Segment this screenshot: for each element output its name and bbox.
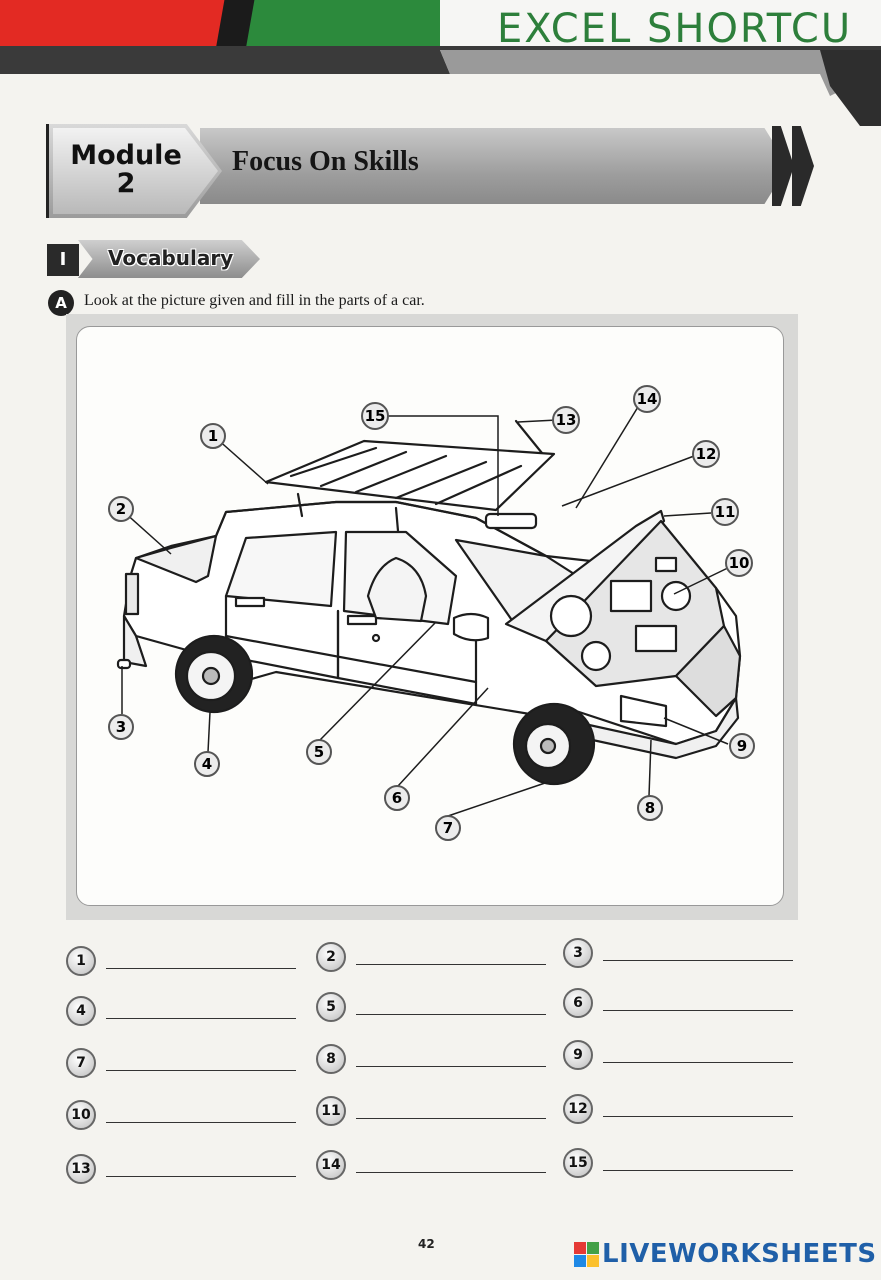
callout-15: 15	[361, 402, 389, 430]
answer-input[interactable]	[106, 1176, 296, 1177]
exercise-instruction: Look at the picture given and fill in th…	[84, 292, 425, 309]
answer-number: 14	[316, 1150, 346, 1180]
answer-input[interactable]	[356, 1172, 546, 1173]
answer-number: 3	[563, 938, 593, 968]
answer-input[interactable]	[603, 1170, 793, 1171]
callout-11: 11	[711, 498, 739, 526]
callout-2: 2	[108, 496, 134, 522]
svg-text:15: 15	[365, 407, 386, 425]
svg-text:8: 8	[645, 799, 655, 817]
answer-number: 10	[66, 1100, 96, 1130]
callout-1: 1	[200, 423, 226, 449]
answer-input[interactable]	[603, 1062, 793, 1063]
banner-red-stripe	[0, 0, 230, 50]
answer-input[interactable]	[106, 1018, 296, 1019]
callout-13: 13	[552, 406, 580, 434]
answer-input[interactable]	[106, 1070, 296, 1071]
answer-number: 1	[66, 946, 96, 976]
callout-14: 14	[633, 385, 661, 413]
exercise-badge: A	[48, 290, 74, 316]
banner-white-panel	[440, 0, 881, 50]
callout-12: 12	[692, 440, 720, 468]
brand-name: LIVEWORKSHEETS	[602, 1239, 877, 1269]
callout-4: 4	[194, 751, 220, 777]
section-number: I	[47, 244, 79, 276]
chevron-icon	[772, 126, 794, 206]
callout-5: 5	[306, 739, 332, 765]
svg-text:9: 9	[737, 737, 747, 755]
chevron-icon	[792, 126, 814, 206]
module-box	[46, 124, 222, 218]
callout-7: 7	[435, 815, 461, 841]
answer-number: 5	[316, 992, 346, 1022]
answer-number: 8	[316, 1044, 346, 1074]
callout-6: 6	[384, 785, 410, 811]
page-number: 42	[418, 1237, 435, 1251]
answer-number: 2	[316, 942, 346, 972]
title-banner	[200, 128, 788, 204]
answer-input[interactable]	[603, 1010, 793, 1011]
svg-text:3: 3	[116, 718, 126, 736]
callout-8: 8	[637, 795, 663, 821]
svg-text:13: 13	[556, 411, 577, 429]
answer-input[interactable]	[603, 1116, 793, 1117]
svg-text:11: 11	[715, 503, 736, 521]
liveworksheets-icon	[574, 1242, 600, 1268]
answer-number: 7	[66, 1048, 96, 1078]
answer-number: 15	[563, 1148, 593, 1178]
callout-9: 9	[729, 733, 755, 759]
svg-text:12: 12	[696, 445, 717, 463]
svg-text:10: 10	[729, 554, 750, 572]
page-title: Focus On Skills	[232, 146, 419, 177]
svg-text:1: 1	[208, 427, 218, 445]
section-title: Vocabulary	[108, 246, 234, 270]
top-banner: EXCEL SHORTCU	[0, 0, 881, 50]
answer-number: 11	[316, 1096, 346, 1126]
answer-input[interactable]	[356, 1066, 546, 1067]
svg-text:5: 5	[314, 743, 324, 761]
svg-text:6: 6	[392, 789, 402, 807]
svg-text:14: 14	[637, 390, 658, 408]
module-label: Module 2	[70, 140, 182, 199]
callout-3: 3	[108, 714, 134, 740]
answer-number: 9	[563, 1040, 593, 1070]
banner-dark-bar	[0, 46, 881, 126]
answer-number: 13	[66, 1154, 96, 1184]
answer-input[interactable]	[356, 964, 546, 965]
answer-number: 4	[66, 996, 96, 1026]
series-title: EXCEL SHORTCU	[497, 6, 853, 50]
car-illustration: 1 2 3 4 5 6 7 8 9 10 11 12 13 14 15	[108, 385, 755, 841]
callout-10: 10	[725, 549, 753, 577]
answer-input[interactable]	[603, 960, 793, 961]
answer-input[interactable]	[106, 1122, 296, 1123]
answer-input[interactable]	[356, 1014, 546, 1015]
answer-grid: 1 2 3 4 5 6 7 8 9 10 11 12 13 14 15	[64, 938, 812, 1190]
svg-text:7: 7	[443, 819, 453, 837]
section-banner	[78, 240, 260, 278]
answer-input[interactable]	[356, 1118, 546, 1119]
svg-text:2: 2	[116, 500, 126, 518]
answer-number: 6	[563, 988, 593, 1018]
answer-number: 12	[563, 1094, 593, 1124]
answer-input[interactable]	[106, 968, 296, 969]
svg-text:4: 4	[202, 755, 212, 773]
